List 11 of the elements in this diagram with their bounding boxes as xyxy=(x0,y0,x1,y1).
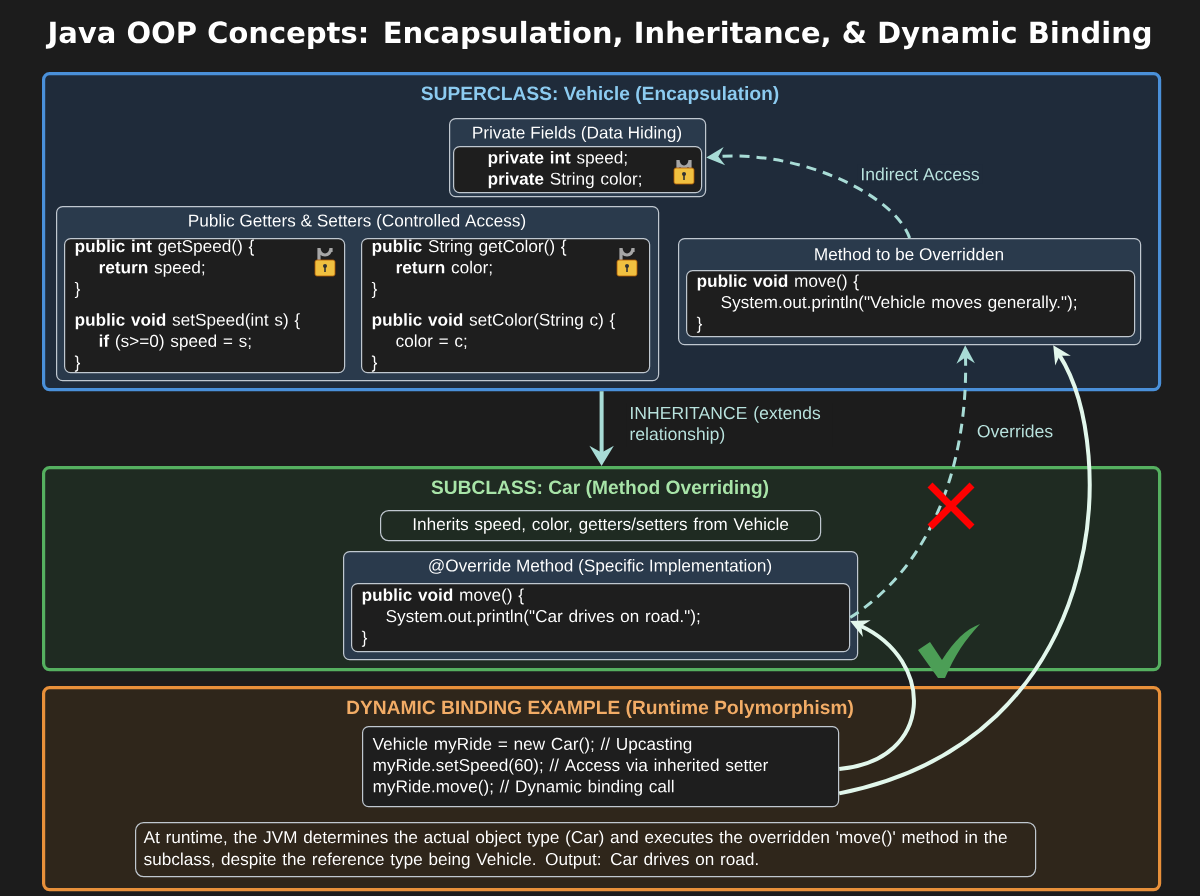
code-block: public void move() { System.out.println("Car drives on road."); } xyxy=(351,583,851,653)
code-block: public String getColor() { return color; } public void setColor(String c) { color = c; } xyxy=(361,238,651,374)
title: Java OOP Concepts: Encapsulation, Inheritance, & Dynamic Binding xyxy=(45,20,1151,50)
arrow xyxy=(838,620,916,771)
code-block: public int getSpeed() { return speed; } public void setSpeed(int s) { if (s>=0) speed = s; } xyxy=(64,238,346,374)
code-block: public void move() { System.out.println("Vehicle moves generally."); } xyxy=(686,270,1136,338)
edge-label: INHERITANCE (extends relationship) xyxy=(626,403,833,447)
code-block: private int speed; private String color; xyxy=(453,146,703,194)
code-block: Vehicle myRide = new Car(); // Upcasting myRide.setSpeed(60); // Access via inherited setter myRide.move(); // Dynamic binding call xyxy=(362,726,840,808)
note-box: At runtime, the JVM determines the actual object type (Car) and executes the overridden 'move()' method in the subclass, despite the reference type being Vehicle. Output: Car drives on road. xyxy=(135,822,1037,878)
note-box: Inherits speed, color, getters/setters from Vehicle xyxy=(380,510,822,542)
